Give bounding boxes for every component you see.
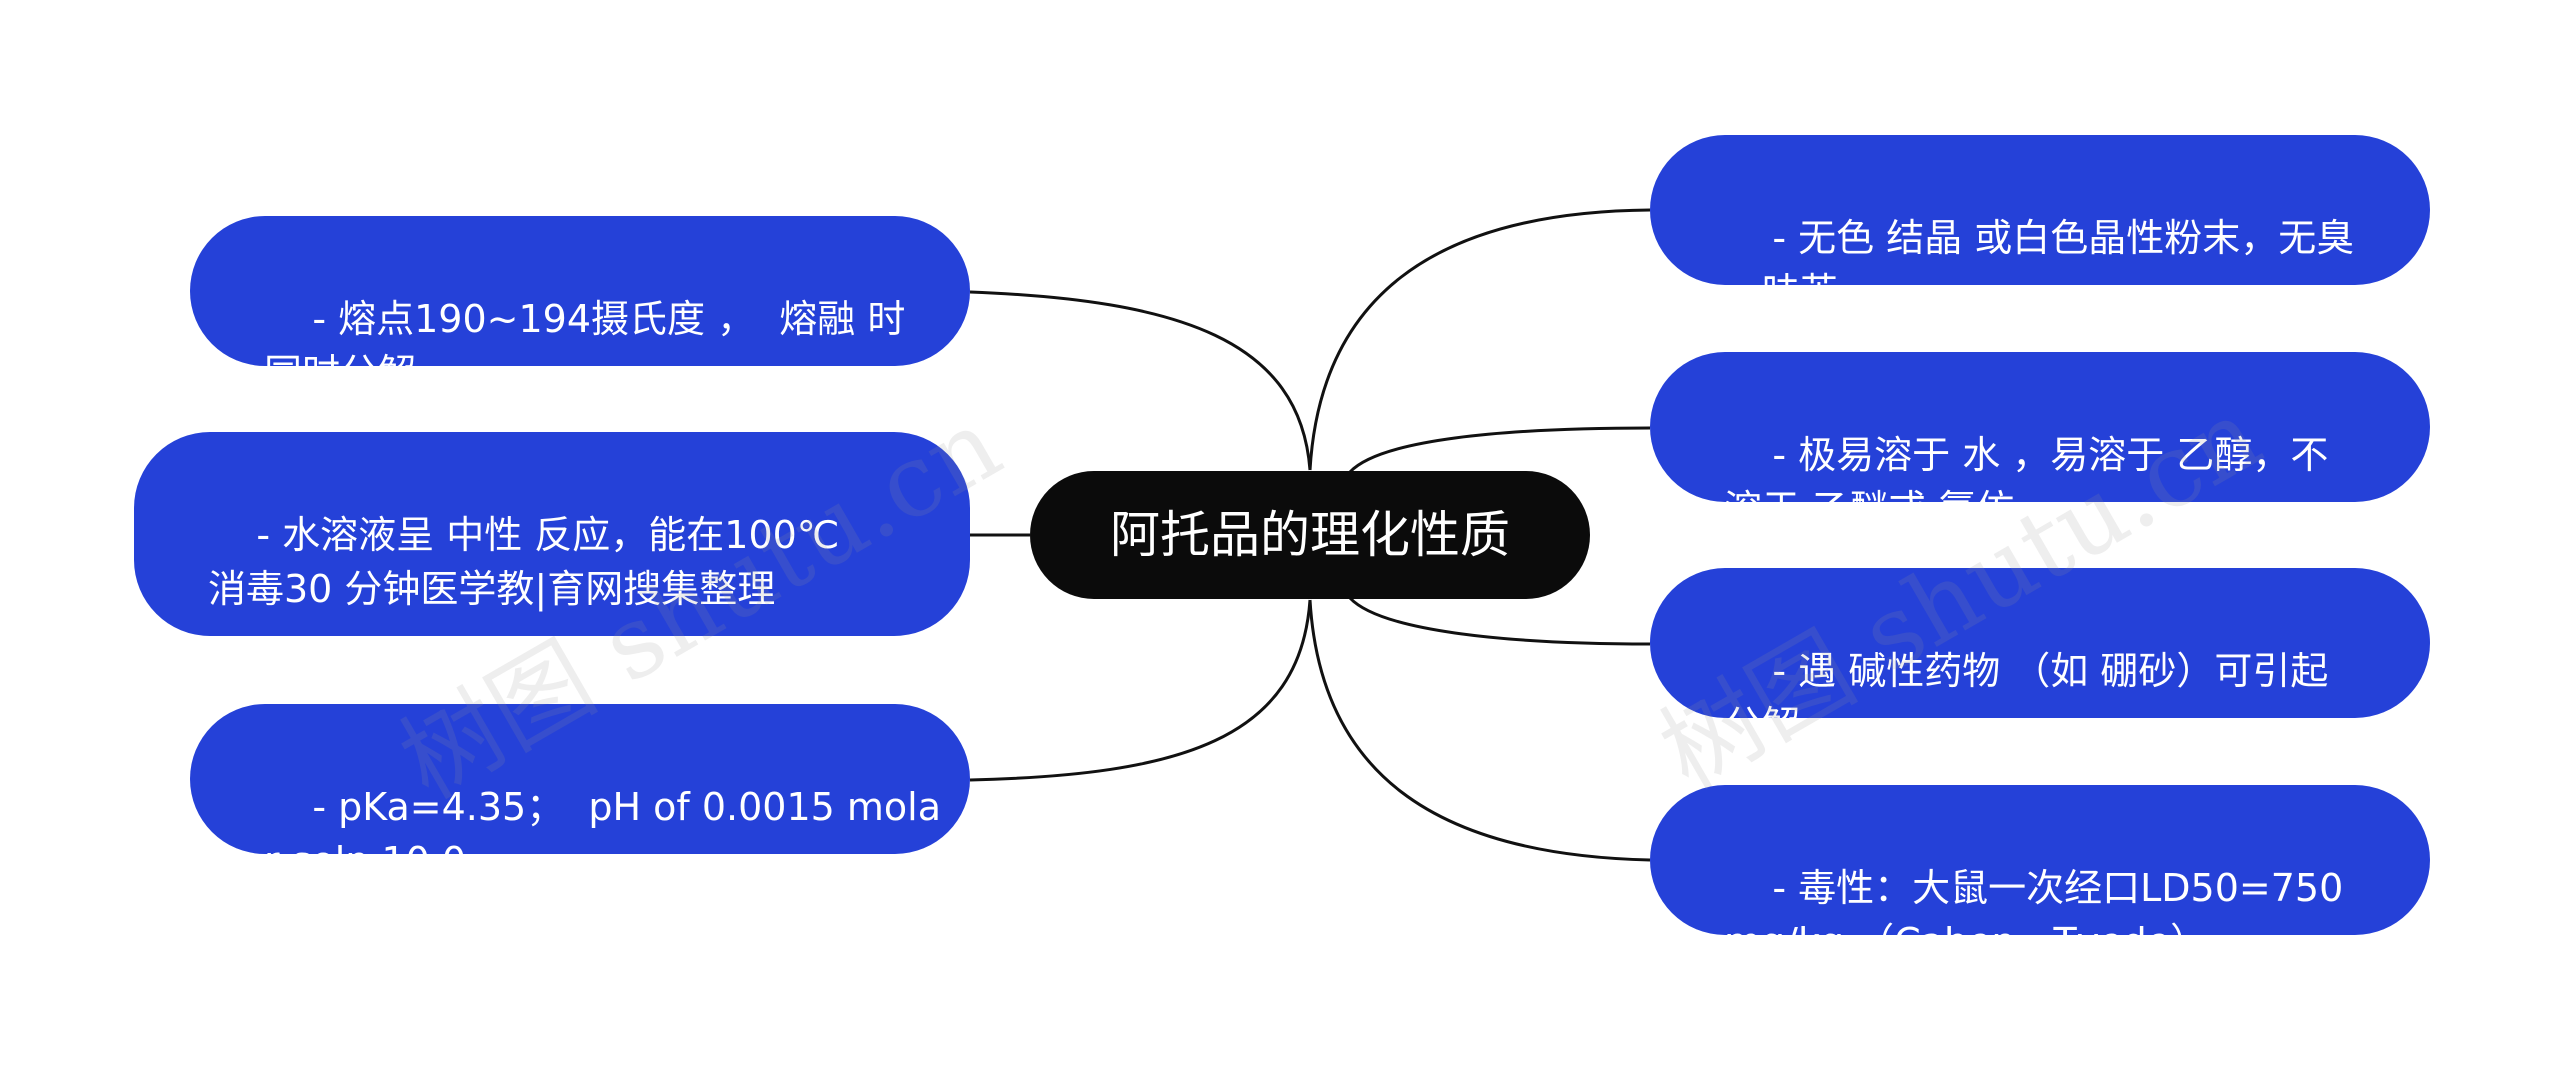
topic-text: - 毒性：大鼠一次经口LD50=750 mg/kg （Cahen，Tvede） — [1724, 866, 2344, 964]
connector-left-1 — [969, 290, 1312, 471]
connector-right-1 — [1308, 208, 1651, 471]
topic-left-melting-point[interactable]: - 熔点190~194摄氏度 ， 熔融 时 同时分解。 — [190, 216, 970, 395]
central-topic-label: 阿托品的理化性质 — [1110, 506, 1510, 564]
topic-text: - 遇 碱性药物 （如 硼砂）可引起 分解。 — [1724, 649, 2329, 747]
topic-right-toxicity[interactable]: - 毒性：大鼠一次经口LD50=750 mg/kg （Cahen，Tvede） — [1650, 785, 2430, 964]
topic-text: - pKa=4.35； pH of 0.0015 mola r soln 10.… — [264, 785, 942, 883]
topic-text: - 熔点190~194摄氏度 ， 熔融 时 同时分解。 — [264, 297, 906, 395]
topic-right-alkali-decomposition[interactable]: - 遇 碱性药物 （如 硼砂）可引起 分解。 — [1650, 568, 2430, 747]
topic-left-pka[interactable]: - pKa=4.35； pH of 0.0015 mola r soln 10.… — [190, 704, 970, 883]
topic-right-appearance[interactable]: - 无色 结晶 或白色晶性粉末，无臭 ，味苦。 — [1650, 135, 2430, 314]
topic-text: - 无色 结晶 或白色晶性粉末，无臭 ，味苦。 — [1724, 216, 2355, 314]
topic-right-solubility[interactable]: - 极易溶于 水 ，易溶于 乙醇，不 溶于 乙醚或 氯仿。 — [1650, 352, 2430, 531]
connector-right-4 — [1308, 599, 1651, 862]
connector-right-3 — [1348, 596, 1651, 646]
connector-left-3 — [969, 599, 1312, 782]
connector-right-2 — [1348, 426, 1651, 474]
topic-text: - 极易溶于 水 ，易溶于 乙醇，不 溶于 乙醚或 氯仿。 — [1724, 433, 2329, 531]
topic-left-aqueous-solution[interactable]: - 水溶液呈 中性 反应，能在100℃ 消毒30 分钟医学教|育网搜集整理 。 — [134, 432, 970, 665]
topic-text: - 水溶液呈 中性 反应，能在100℃ 消毒30 分钟医学教|育网搜集整理 。 — [208, 513, 840, 665]
central-topic[interactable]: 阿托品的理化性质 — [1030, 471, 1590, 599]
